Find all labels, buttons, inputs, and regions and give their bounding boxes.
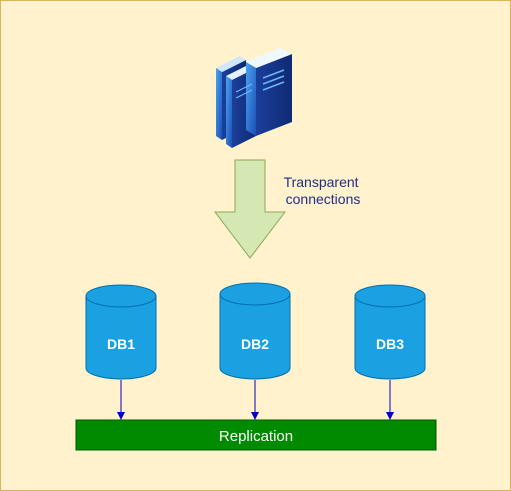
replication-bar[interactable]: Replication [75,419,437,451]
database-db1[interactable]: DB1 [85,284,157,380]
db1-label: DB1 [107,336,135,352]
database-db2[interactable]: DB2 [219,282,291,380]
replication-label: Replication [219,428,293,445]
db2-label: DB2 [241,336,269,352]
transparent-connections-label: Transparent connections [284,174,363,207]
transparent-connection-arrow [213,159,287,259]
db3-label: DB3 [376,336,404,352]
server-icon [216,48,292,148]
database-db3[interactable]: DB3 [354,284,426,380]
